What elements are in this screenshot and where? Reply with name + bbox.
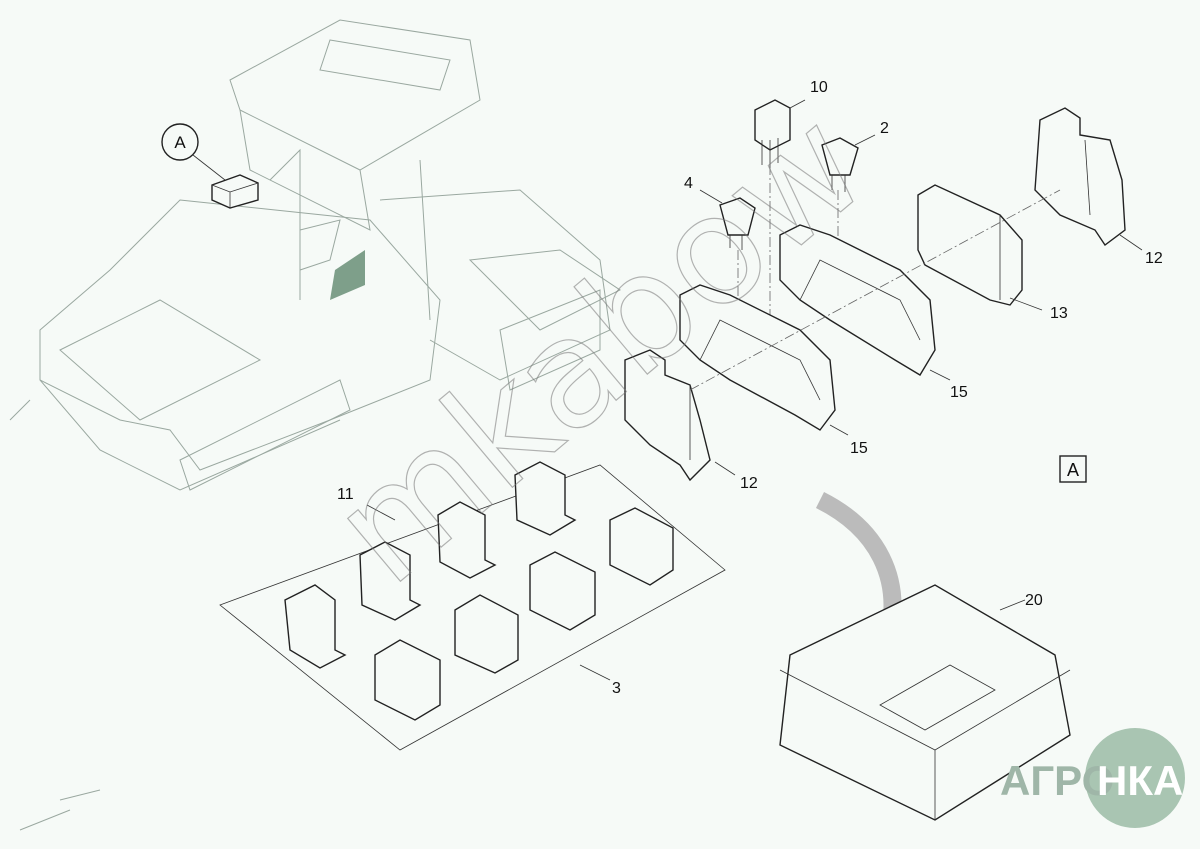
svg-text:2: 2	[880, 120, 889, 137]
view-a-callout: A	[161, 123, 259, 209]
svg-text:10: 10	[810, 79, 828, 96]
view-a-label: A	[1059, 455, 1087, 483]
fuse-2	[821, 134, 876, 192]
fuse-holder-lower	[679, 284, 849, 436]
svg-text:3: 3	[612, 680, 621, 697]
svg-text:20: 20	[1025, 592, 1043, 609]
svg-text:15: 15	[950, 384, 968, 401]
svg-text:11: 11	[337, 486, 354, 503]
svg-text:12: 12	[1145, 250, 1163, 267]
paver-machine-outline	[9, 19, 621, 831]
fuse-4	[699, 189, 756, 250]
cab-window	[330, 250, 365, 300]
svg-text:АГРО: АГРО	[1000, 757, 1114, 804]
svg-text:A: A	[1067, 460, 1079, 480]
relay-set	[219, 461, 726, 751]
svg-text:НКА: НКА	[1097, 757, 1183, 804]
svg-text:13: 13	[1050, 305, 1068, 322]
fuse-10	[754, 99, 806, 168]
cover-13	[917, 184, 1043, 311]
svg-text:4: 4	[684, 175, 693, 192]
end-cap-right	[1034, 107, 1143, 251]
box-20	[779, 584, 1071, 821]
svg-text:12: 12	[740, 475, 758, 492]
end-cap-left	[624, 349, 736, 482]
agronka-logo: АГРО НКА	[1000, 728, 1185, 828]
svg-text:A: A	[174, 133, 186, 152]
callout-numbers: 10 2 4 12 13 15 15 12 11 3 20	[337, 79, 1163, 697]
svg-text:15: 15	[850, 440, 868, 457]
fuse-holder-upper	[779, 224, 951, 381]
